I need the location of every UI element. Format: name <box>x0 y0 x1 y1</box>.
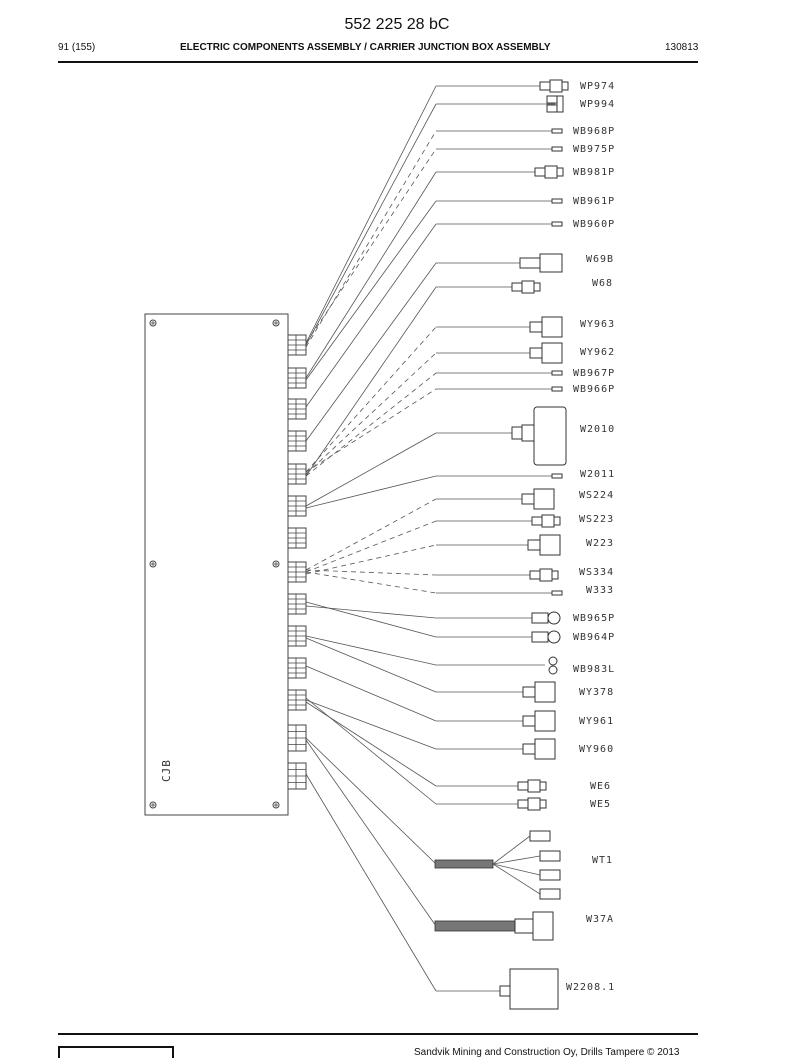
connector-w37a-icon <box>434 911 554 941</box>
cable-gland-icon <box>287 561 307 583</box>
connector-label: WY378 <box>579 687 614 698</box>
cable-gland-icon <box>287 762 307 790</box>
connector-wb966p-icon <box>551 386 563 392</box>
date-code: 130813 <box>665 42 699 53</box>
connector-wb965p-icon <box>531 611 561 625</box>
connector-w69b-icon <box>519 253 563 273</box>
cable-gland-icon <box>287 593 307 615</box>
footer-divider <box>58 1033 698 1035</box>
connector-wp974-icon <box>539 79 569 93</box>
connector-label: WY961 <box>579 716 614 727</box>
connector-label: WY963 <box>580 319 615 330</box>
connector-label: W2011 <box>580 469 615 480</box>
connector-label: WP994 <box>580 99 615 110</box>
section-title: ELECTRIC COMPONENTS ASSEMBLY / CARRIER J… <box>180 42 551 53</box>
connector-group <box>434 79 569 1010</box>
connector-ws334-icon <box>529 568 559 582</box>
connector-label: WY962 <box>580 347 615 358</box>
connector-label: W69B <box>586 254 614 265</box>
connector-w333-icon <box>551 590 563 596</box>
connector-wt1-icon <box>434 830 561 900</box>
brand-logo <box>58 1046 174 1058</box>
connector-label: WE5 <box>590 799 611 810</box>
cable-gland-icon <box>287 689 307 711</box>
connector-label: W223 <box>586 538 614 549</box>
connector-label: W37A <box>586 914 614 925</box>
junction-box-label: CJB <box>160 759 173 782</box>
connector-we5-icon <box>517 797 547 811</box>
connector-label: WB967P <box>573 368 615 379</box>
connector-label: WE6 <box>590 781 611 792</box>
connector-label: WS224 <box>579 490 614 501</box>
connector-label: WY960 <box>579 744 614 755</box>
connector-label: WS223 <box>579 514 614 525</box>
cable-gland-icon <box>287 463 307 485</box>
connector-label: WB968P <box>573 126 615 137</box>
connector-label: W2010 <box>580 424 615 435</box>
connector-wp994-icon <box>546 95 564 113</box>
screw-icon <box>149 319 157 327</box>
cable-gland-icon <box>287 527 307 549</box>
screw-icon <box>272 801 280 809</box>
connector-label: WB961P <box>573 196 615 207</box>
connector-w68-icon <box>511 280 541 294</box>
connector-wb983l-icon <box>548 656 558 675</box>
connector-wb975p-icon <box>551 146 563 152</box>
cable-glands <box>287 334 307 790</box>
connector-ws224-icon <box>521 488 555 510</box>
connector-wy963-icon <box>529 316 563 338</box>
connector-label: WB983L <box>573 664 615 675</box>
connector-w223-icon <box>527 534 561 556</box>
connector-label: W333 <box>586 585 614 596</box>
connector-label: WB965P <box>573 613 615 624</box>
page-reference: 91 (155) <box>58 42 96 53</box>
document-number: 552 225 28 bC <box>344 16 450 33</box>
connector-w2010-icon <box>511 406 567 466</box>
connector-wy378-icon <box>522 681 556 703</box>
screw-icon <box>149 560 157 568</box>
cable-gland-icon <box>287 724 307 752</box>
screw-icon <box>272 560 280 568</box>
connector-wy960-icon <box>522 738 556 760</box>
screw-icon <box>272 319 280 327</box>
wire-group <box>305 85 555 992</box>
screw-icon <box>149 801 157 809</box>
connector-label: WP974 <box>580 81 615 92</box>
connector-we6-icon <box>517 779 547 793</box>
connector-label: W2208.1 <box>566 982 615 993</box>
connector-wy961-icon <box>522 710 556 732</box>
connector-wb964p-icon <box>531 630 561 644</box>
connector-label: WB966P <box>573 384 615 395</box>
connector-wb961p-icon <box>551 198 563 204</box>
cable-gland-icon <box>287 334 307 356</box>
connector-w2208-1-icon <box>499 968 559 1010</box>
connector-label: WS334 <box>579 567 614 578</box>
junction-box: CJB <box>144 313 289 816</box>
connector-wb981p-icon <box>534 165 564 179</box>
connector-w2011-icon <box>551 473 563 479</box>
connector-wb960p-icon <box>551 221 563 227</box>
connector-wb967p-icon <box>551 370 563 376</box>
cable-gland-icon <box>287 367 307 389</box>
connector-label: WT1 <box>592 855 613 866</box>
connector-wb968p-icon <box>551 128 563 134</box>
cable-gland-icon <box>287 495 307 517</box>
cable-gland-icon <box>287 657 307 679</box>
connector-label: WB964P <box>573 632 615 643</box>
connector-label: W68 <box>592 278 613 289</box>
cable-gland-icon <box>287 398 307 420</box>
connector-label: WB960P <box>573 219 615 230</box>
connector-wy962-icon <box>529 342 563 364</box>
cable-gland-icon <box>287 430 307 452</box>
cable-gland-icon <box>287 625 307 647</box>
connector-ws223-icon <box>531 514 561 528</box>
connector-label: WB975P <box>573 144 615 155</box>
connector-label: WB981P <box>573 167 615 178</box>
header-divider <box>58 61 698 63</box>
